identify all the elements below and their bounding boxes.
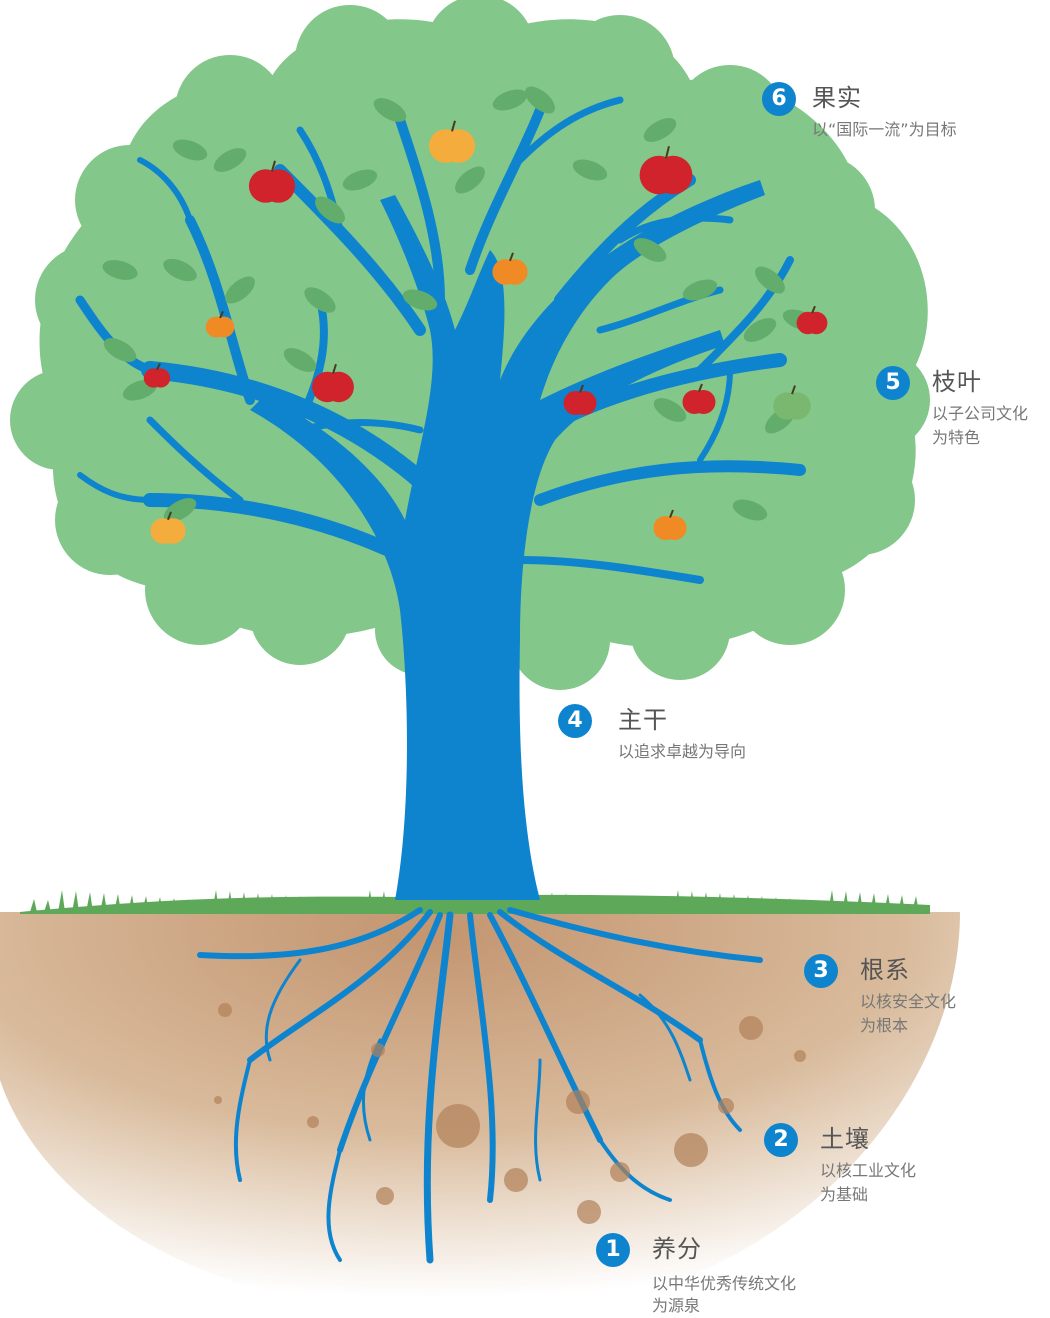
label-title: 枝叶	[932, 362, 982, 397]
fruit	[214, 317, 235, 338]
label-desc-line: 以核安全文化	[860, 990, 956, 1014]
soil-stone	[577, 1200, 601, 1224]
label-desc-line: 以子公司文化	[932, 402, 1028, 426]
foliage-bump	[735, 535, 845, 645]
soil-stone	[436, 1104, 480, 1148]
foliage-bump	[675, 65, 785, 175]
foliage-bump	[75, 145, 185, 255]
soil-stone	[566, 1090, 590, 1114]
fruit	[324, 372, 354, 402]
number-badge-3: 3	[804, 954, 838, 988]
grass-blade	[30, 899, 37, 912]
soil-stone	[674, 1133, 708, 1167]
fruit	[502, 259, 528, 285]
fruit	[663, 516, 687, 540]
label-title: 土壤	[820, 1119, 870, 1154]
soil-stone	[371, 1043, 385, 1057]
grass-blade	[114, 894, 121, 912]
grass-blade	[58, 890, 65, 912]
fruit	[160, 518, 186, 544]
label-title: 果实	[812, 78, 862, 113]
label-desc-line: 为特色	[932, 426, 1028, 450]
label-title: 根系	[860, 950, 910, 985]
fruit	[784, 392, 811, 419]
label-title: 主干	[618, 700, 668, 735]
grass-blade	[86, 892, 93, 912]
fruit	[573, 391, 597, 415]
grass-blade	[898, 895, 905, 912]
label-title: 养分	[652, 1229, 702, 1264]
number-badge-6: 6	[762, 82, 796, 116]
fruit	[262, 169, 296, 203]
number-badge-1: 1	[596, 1233, 630, 1267]
foliage-bump	[510, 590, 610, 690]
foliage-bump	[830, 350, 930, 450]
foliage-bump	[630, 580, 730, 680]
number-badge-5: 5	[876, 366, 910, 400]
label-desc: 以追求卓越为导向	[618, 740, 746, 764]
soil-stone	[610, 1162, 630, 1182]
grass-blade	[44, 900, 51, 912]
soil-stone	[739, 1016, 763, 1040]
label-desc-line: 以核工业文化	[820, 1159, 916, 1183]
soil-stone	[218, 1003, 232, 1017]
label-desc-line: 为基础	[820, 1183, 916, 1207]
label-desc-line: 以追求卓越为导向	[618, 740, 746, 764]
label-desc-line: 以中华优秀传统文化	[652, 1273, 796, 1295]
label-desc: 以核安全文化 为根本	[860, 990, 956, 1038]
grass-blade	[72, 891, 79, 912]
foliage-bump	[35, 245, 145, 355]
soil-stone	[504, 1168, 528, 1192]
label-desc-line: 为根本	[860, 1014, 956, 1038]
number-badge-4: 4	[558, 704, 592, 738]
soil-stone	[214, 1096, 222, 1104]
grass-blade	[100, 893, 107, 912]
foliage-bump	[765, 155, 875, 265]
fruit	[151, 368, 170, 387]
label-desc: 以“国际一流”为目标	[812, 118, 957, 142]
soil-stone	[794, 1050, 806, 1062]
label-desc: 以子公司文化 为特色	[932, 402, 1028, 450]
fruit	[654, 156, 692, 194]
soil-stone	[307, 1116, 319, 1128]
label-desc-line: 以“国际一流”为目标	[812, 118, 957, 142]
label-desc: 以核工业文化 为基础	[820, 1159, 916, 1207]
soil-stone	[376, 1187, 394, 1205]
soil-stone	[718, 1098, 734, 1114]
fruit	[805, 312, 827, 334]
fruit	[442, 129, 476, 163]
label-desc: 以中华优秀传统文化 为源泉	[652, 1273, 796, 1317]
foliage-bump	[145, 535, 255, 645]
number-badge-2: 2	[764, 1123, 798, 1157]
grass-blade	[912, 896, 919, 912]
foliage-bump	[295, 5, 405, 115]
foliage-bump	[10, 370, 110, 470]
fruit	[692, 390, 716, 414]
foliage-bump	[805, 445, 915, 555]
label-desc-line: 为源泉	[652, 1295, 796, 1317]
foliage-bump	[250, 565, 350, 665]
